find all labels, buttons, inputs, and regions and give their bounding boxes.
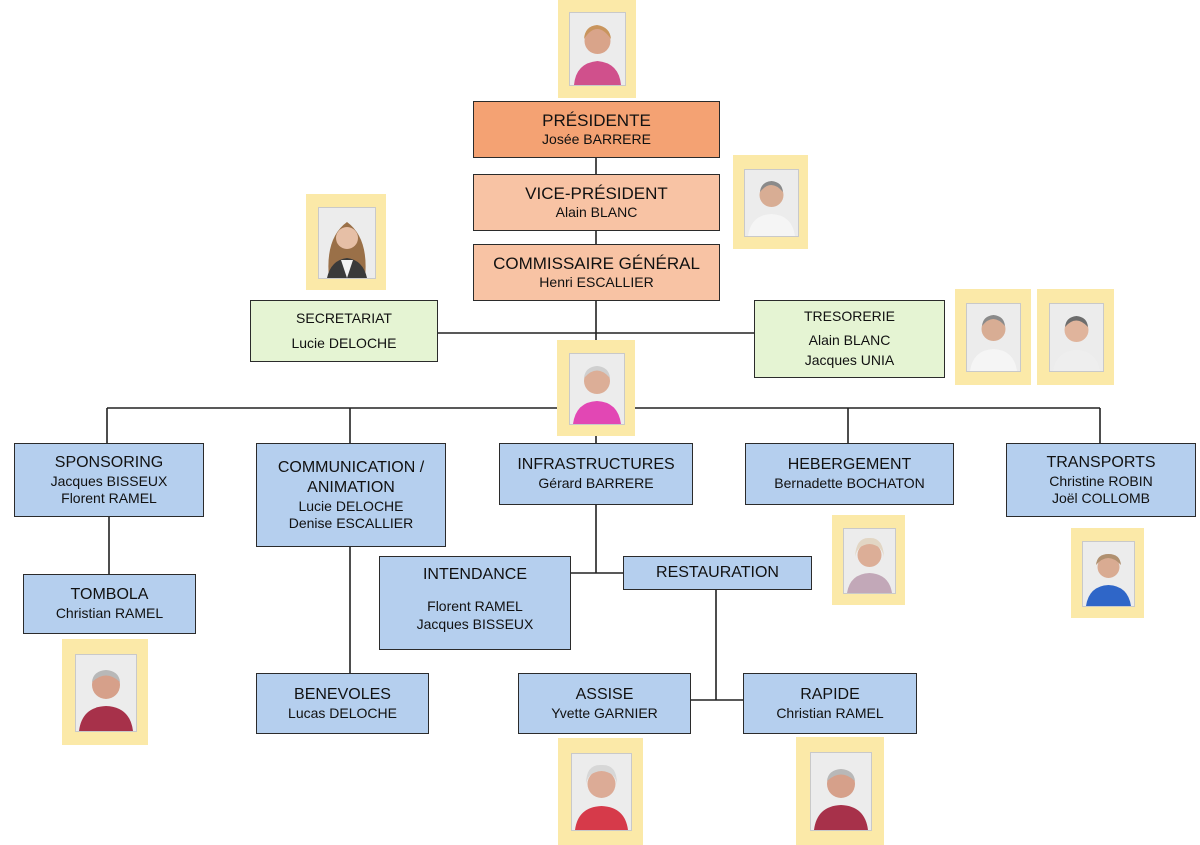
- node-presidente: PRÉSIDENTE Josée BARRERE: [473, 101, 720, 158]
- member-name: Alain BLANC: [555, 204, 638, 221]
- photo-tresorerie-2: [1037, 289, 1114, 385]
- person-photo-icon: [569, 12, 626, 86]
- person-photo-icon: [571, 753, 632, 831]
- node-transports: TRANSPORTS Christine ROBIN Joël COLLOMB: [1006, 443, 1196, 517]
- role-label: COMMISSAIRE GÉNÉRAL: [493, 254, 700, 274]
- member-name: Denise ESCALLIER: [288, 515, 414, 531]
- role-label: COMMUNICATION /: [277, 458, 425, 476]
- node-communication-animation: COMMUNICATION / ANIMATION Lucie DELOCHE …: [256, 443, 446, 547]
- member-name: Gérard BARRERE: [538, 475, 654, 492]
- member-name: Jacques UNIA: [804, 352, 895, 369]
- photo-presidente: [558, 0, 636, 98]
- role-label: INTENDANCE: [422, 566, 527, 583]
- node-intendance: INTENDANCE Florent RAMEL Jacques BISSEUX: [379, 556, 571, 650]
- photo-transports: [1071, 528, 1144, 618]
- photo-tombola: [62, 639, 148, 745]
- role-label: TRESORERIE: [803, 308, 895, 325]
- member-name: Joël COLLOMB: [1051, 490, 1151, 506]
- node-hebergement: HEBERGEMENT Bernadette BOCHATON: [745, 443, 954, 505]
- role-label: TOMBOLA: [70, 586, 149, 604]
- member-name: Lucie DELOCHE: [291, 334, 397, 351]
- role-label: HEBERGEMENT: [787, 456, 912, 474]
- node-assise: ASSISE Yvette GARNIER: [518, 673, 691, 734]
- node-commissaire-general: COMMISSAIRE GÉNÉRAL Henri ESCALLIER: [473, 244, 720, 301]
- member-name: Christine ROBIN: [1049, 472, 1153, 489]
- node-infrastructures: INFRASTRUCTURES Gérard BARRERE: [499, 443, 693, 505]
- role-label: VICE-PRÉSIDENT: [525, 184, 668, 204]
- member-name: Christian RAMEL: [55, 605, 164, 622]
- member-name: Bernadette BOCHATON: [774, 475, 925, 492]
- node-benevoles: BENEVOLES Lucas DELOCHE: [256, 673, 429, 734]
- member-name: Lucie DELOCHE: [298, 497, 404, 514]
- node-sponsoring: SPONSORING Jacques BISSEUX Florent RAMEL: [14, 443, 204, 517]
- member-name: Florent RAMEL: [427, 598, 523, 614]
- person-photo-icon: [843, 528, 896, 594]
- role-label: BENEVOLES: [294, 685, 391, 703]
- member-name: Henri ESCALLIER: [539, 274, 654, 291]
- person-photo-icon: [1082, 541, 1135, 607]
- member-name: Jacques BISSEUX: [416, 615, 534, 632]
- person-photo-icon: [75, 654, 137, 732]
- role-label: PRÉSIDENTE: [542, 111, 651, 131]
- member-name: Lucas DELOCHE: [288, 704, 397, 721]
- person-photo-icon: [810, 752, 872, 831]
- role-label: SECRETARIAT: [296, 310, 392, 326]
- photo-secretariat: [306, 194, 386, 290]
- member-name: Alain BLANC: [808, 331, 891, 348]
- person-photo-icon: [744, 169, 799, 237]
- photo-tresorerie-1: [955, 289, 1031, 385]
- person-photo-icon: [318, 207, 376, 279]
- node-tresorerie: TRESORERIE Alain BLANC Jacques UNIA: [754, 300, 945, 378]
- photo-hebergement: [832, 515, 905, 605]
- node-vice-president: VICE-PRÉSIDENT Alain BLANC: [473, 174, 720, 231]
- member-name: Florent RAMEL: [61, 490, 157, 506]
- node-tombola: TOMBOLA Christian RAMEL: [23, 574, 196, 634]
- role-label: RESTAURATION: [656, 564, 779, 581]
- role-label: ANIMATION: [307, 478, 395, 496]
- member-name: Yvette GARNIER: [551, 704, 658, 721]
- person-photo-icon: [569, 353, 625, 425]
- role-label: RAPIDE: [800, 685, 860, 703]
- node-secretariat: SECRETARIAT Lucie DELOCHE: [250, 300, 438, 362]
- photo-vice-president: [733, 155, 808, 249]
- member-name: Josée BARRERE: [542, 131, 651, 148]
- role-label: INFRASTRUCTURES: [517, 456, 675, 474]
- photo-rapide: [796, 737, 884, 845]
- member-name: Christian RAMEL: [776, 704, 884, 721]
- photo-commissaire: [557, 340, 635, 436]
- photo-assise: [558, 738, 643, 845]
- person-photo-icon: [966, 303, 1021, 372]
- node-restauration: RESTAURATION: [623, 556, 812, 590]
- person-photo-icon: [1049, 303, 1104, 372]
- role-label: SPONSORING: [54, 453, 164, 471]
- role-label: TRANSPORTS: [1046, 453, 1156, 471]
- member-name: Jacques BISSEUX: [50, 472, 168, 489]
- role-label: ASSISE: [575, 685, 634, 703]
- node-rapide: RAPIDE Christian RAMEL: [743, 673, 917, 734]
